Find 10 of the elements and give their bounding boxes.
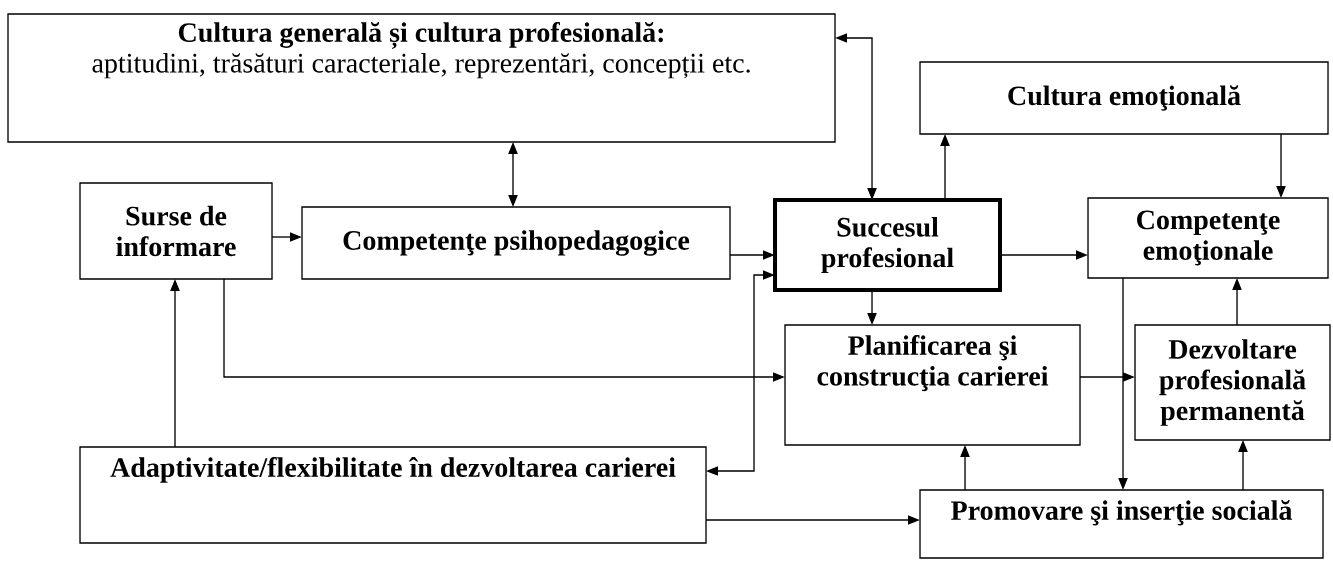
process-box: Competenţe emoţionale <box>1087 197 1329 279</box>
process-box: Planificarea şi construcţia carierei <box>784 324 1081 446</box>
process-box: Competenţe psihopedagogice <box>301 206 731 280</box>
process-box: Dezvoltare profesională permanentă <box>1134 324 1331 441</box>
process-box: Adaptivitate/flexibilitate în dezvoltarea carierei <box>79 446 707 544</box>
process-box: Promovare şi inserţie socială <box>919 489 1324 559</box>
highlighted-box: Succesul profesional <box>773 198 1002 292</box>
process-box: Surse de informare <box>79 182 273 280</box>
process-box: Cultura emoţională <box>919 61 1329 135</box>
process-box: Cultura generală și cultura profesională: aptitudini, trăsături caracteriale, reprezentări, concepții etc. <box>7 13 836 143</box>
